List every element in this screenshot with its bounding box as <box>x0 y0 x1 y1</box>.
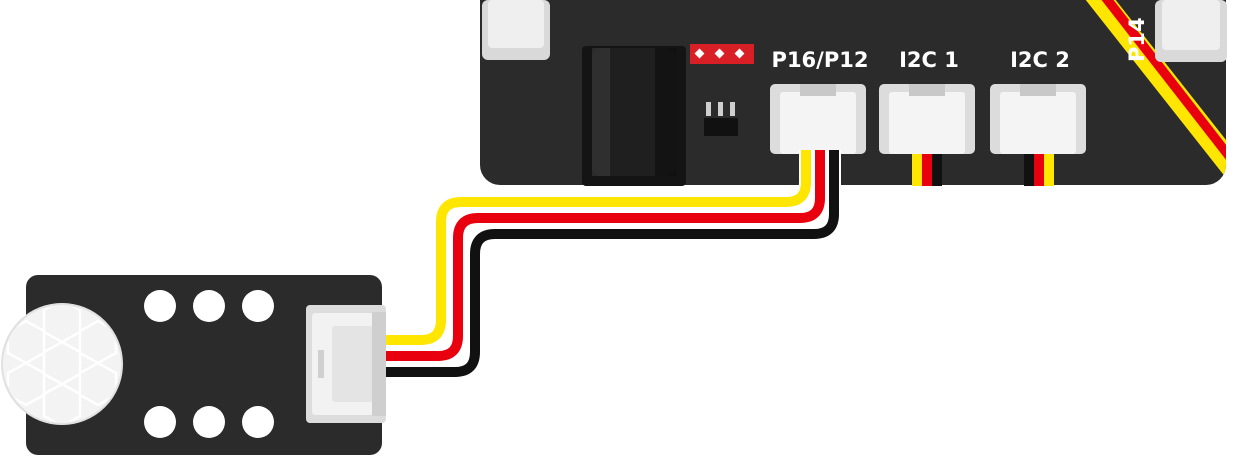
wire-signal <box>382 150 811 345</box>
port-label-p14: P14 <box>1125 17 1149 62</box>
header-pins <box>690 44 754 64</box>
mounting-hole <box>242 406 274 438</box>
pir-dome-icon <box>1 303 123 425</box>
sensor-board <box>26 275 382 455</box>
barrel-jack <box>582 46 686 186</box>
wire-ground <box>382 150 839 377</box>
port-connector-i2c1 <box>879 84 975 154</box>
i2c2-cable-stub <box>1024 154 1054 186</box>
sensor-connector <box>306 305 386 423</box>
port-label-i2c1: I2C 1 <box>899 48 959 72</box>
wire-power <box>382 150 825 361</box>
port-connector-i2c2 <box>990 84 1086 154</box>
i2c1-cable-stub <box>912 154 942 186</box>
mounting-hole <box>242 290 274 322</box>
mounting-hole <box>144 406 176 438</box>
port-label-p16-p12: P16/P12 <box>772 48 869 72</box>
port-connector-p16-p12 <box>770 84 866 154</box>
mounting-hole <box>193 290 225 322</box>
pir-sensor-module <box>1 275 386 455</box>
mounting-hole <box>193 406 225 438</box>
top-connector-right <box>1155 0 1227 62</box>
port-label-i2c2: I2C 2 <box>1010 48 1070 72</box>
slide-switch <box>704 102 738 136</box>
controller-board: P16/P12 I2C 1 I2C 2 P14 <box>480 0 1227 186</box>
top-connector-left <box>482 0 550 60</box>
ribbon-cable <box>382 150 841 379</box>
mounting-hole <box>144 290 176 322</box>
